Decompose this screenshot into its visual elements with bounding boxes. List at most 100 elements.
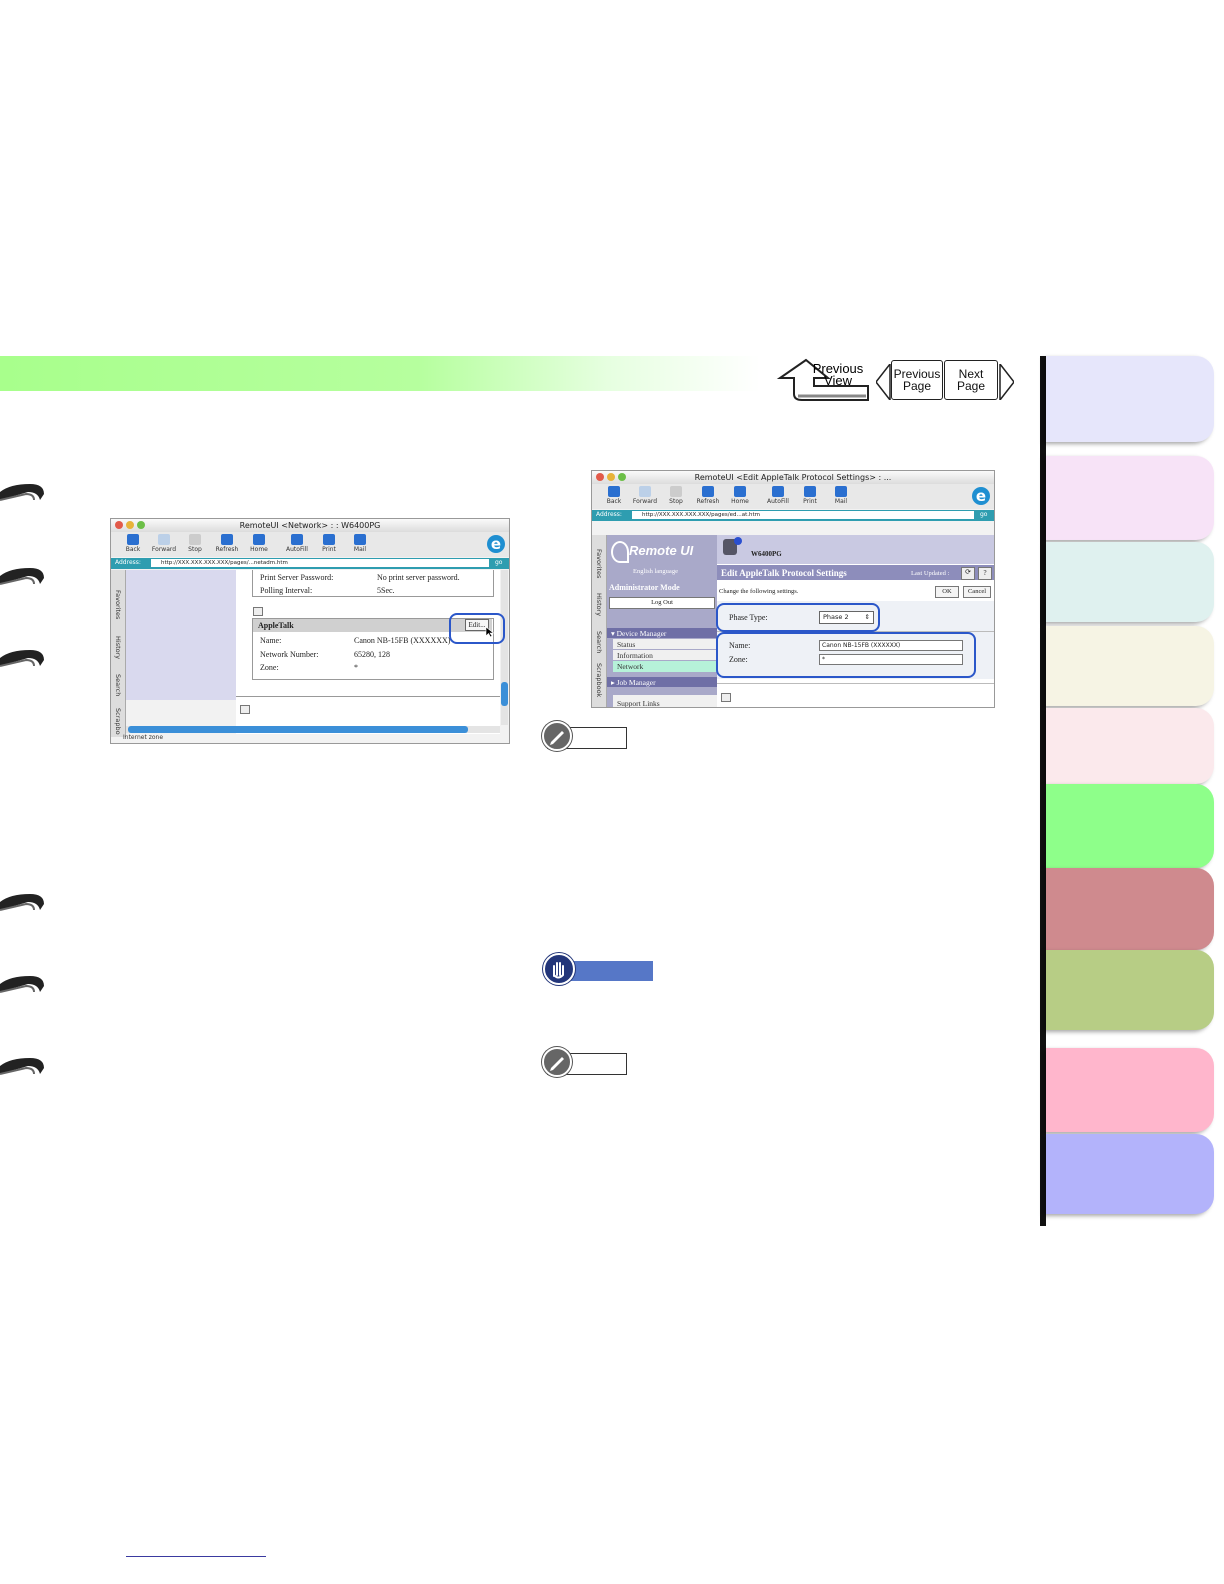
menu-status[interactable]: Status bbox=[617, 640, 636, 649]
printer-icon bbox=[723, 539, 737, 555]
print-icon bbox=[323, 534, 335, 545]
previous-view-button[interactable]: Previous View bbox=[776, 358, 870, 402]
tab-9[interactable] bbox=[1046, 1048, 1214, 1132]
go-button[interactable]: go bbox=[495, 559, 503, 566]
previous-page-button[interactable]: Previous Page bbox=[891, 360, 943, 400]
mail-button[interactable]: Mail bbox=[827, 486, 855, 505]
address-bar: Address: http://XXX.XXX.XXX.XXX/pages/..… bbox=[111, 558, 509, 569]
autofill-button[interactable]: AutoFill bbox=[283, 534, 311, 553]
name-label: Name: bbox=[260, 636, 282, 645]
mail-icon bbox=[835, 486, 847, 497]
tab-6-active[interactable] bbox=[1046, 784, 1214, 868]
name-input[interactable]: Canon NB-15FB (XXXXXX) bbox=[819, 640, 963, 651]
autofill-icon bbox=[772, 486, 784, 497]
ie-logo-icon: e bbox=[972, 487, 990, 505]
phase-type-select[interactable]: Phase 2⇕ bbox=[819, 611, 874, 624]
admin-mode-label: Administrator Mode bbox=[609, 583, 680, 592]
tab-divider bbox=[1040, 356, 1046, 1226]
last-updated-label: Last Updated : bbox=[911, 570, 950, 577]
tab-3[interactable] bbox=[1046, 542, 1214, 622]
horizontal-scrollbar[interactable] bbox=[126, 726, 500, 733]
back-icon bbox=[608, 486, 620, 497]
scroll-top-icon[interactable] bbox=[253, 607, 263, 616]
network-number-value: 65280, 128 bbox=[354, 650, 390, 659]
tab-7[interactable] bbox=[1046, 868, 1214, 950]
refresh-page-icon[interactable]: ⟳ bbox=[961, 567, 975, 580]
mail-button[interactable]: Mail bbox=[346, 534, 374, 553]
edit-button[interactable]: Edit... bbox=[465, 619, 489, 631]
scroll-top-icon[interactable] bbox=[240, 705, 250, 714]
minimize-icon[interactable] bbox=[607, 473, 615, 481]
back-button[interactable]: Back bbox=[600, 486, 628, 505]
device-manager-item[interactable]: ▾ Device Manager bbox=[611, 629, 667, 638]
zone-label: Zone: bbox=[260, 663, 279, 672]
ie-logo-icon: e bbox=[487, 535, 505, 553]
forward-button[interactable]: Forward bbox=[631, 486, 659, 505]
zoom-icon[interactable] bbox=[618, 473, 626, 481]
search-tab[interactable]: Search bbox=[595, 631, 603, 654]
history-tab[interactable]: History bbox=[114, 636, 122, 660]
vertical-scrollbar[interactable] bbox=[501, 570, 508, 725]
window-title: RemoteUI <Edit AppleTalk Protocol Settin… bbox=[592, 471, 994, 484]
home-button[interactable]: Home bbox=[245, 534, 273, 553]
phase-type-callout bbox=[716, 603, 880, 632]
home-icon bbox=[253, 534, 265, 545]
help-icon[interactable]: ? bbox=[978, 567, 992, 580]
close-icon[interactable] bbox=[596, 473, 604, 481]
tab-8[interactable] bbox=[1046, 950, 1214, 1030]
address-input[interactable]: http://XXX.XXX.XXX.XXX/pages/...netadm.h… bbox=[151, 559, 489, 567]
go-button[interactable]: go bbox=[980, 511, 988, 518]
print-button[interactable]: Print bbox=[796, 486, 824, 505]
stop-button[interactable]: Stop bbox=[181, 534, 209, 553]
logout-button[interactable]: Log Out bbox=[609, 597, 715, 609]
chapter-curl-icon bbox=[0, 976, 44, 993]
back-button[interactable]: Back bbox=[119, 534, 147, 553]
browser-toolbar: Back Forward Stop Refresh Home AutoFill … bbox=[592, 484, 994, 509]
job-manager-item[interactable]: ▸ Job Manager bbox=[611, 678, 656, 687]
tab-10[interactable] bbox=[1046, 1134, 1214, 1214]
forward-button[interactable]: Forward bbox=[150, 534, 178, 553]
edit-callout bbox=[449, 613, 505, 644]
language-link[interactable]: English language bbox=[633, 568, 678, 575]
ok-button[interactable]: OK bbox=[935, 586, 959, 598]
zone-input[interactable]: * bbox=[819, 654, 963, 665]
select-arrows-icon: ⇕ bbox=[864, 613, 870, 621]
cancel-button[interactable]: Cancel bbox=[963, 586, 991, 598]
tab-5[interactable] bbox=[1046, 708, 1214, 784]
info-badge-icon bbox=[734, 537, 742, 545]
support-links[interactable]: Support Links bbox=[617, 699, 660, 708]
search-tab[interactable]: Search bbox=[114, 674, 122, 697]
curved-arrow-icon bbox=[776, 358, 869, 401]
print-button[interactable]: Print bbox=[315, 534, 343, 553]
next-page-button[interactable]: Next Page bbox=[944, 360, 998, 400]
minimize-icon[interactable] bbox=[126, 521, 134, 529]
history-tab[interactable]: History bbox=[595, 593, 603, 617]
refresh-button[interactable]: Refresh bbox=[694, 486, 722, 505]
zoom-icon[interactable] bbox=[137, 521, 145, 529]
triangle-right-icon[interactable] bbox=[998, 364, 1014, 400]
header-band bbox=[0, 356, 760, 391]
zone-label: Zone: bbox=[729, 655, 748, 664]
polling-value: 5Sec. bbox=[377, 586, 395, 595]
menu-information[interactable]: Information bbox=[617, 651, 653, 660]
scrapbook-tab[interactable]: Scrapbo bbox=[114, 708, 122, 735]
close-icon[interactable] bbox=[115, 521, 123, 529]
address-input[interactable]: http://XXX.XXX.XXX.XXX/pages/ed...at.htm bbox=[632, 511, 974, 519]
home-button[interactable]: Home bbox=[726, 486, 754, 505]
network-number-label: Network Number: bbox=[260, 650, 319, 659]
tab-2[interactable] bbox=[1046, 456, 1214, 540]
favorites-tab[interactable]: Favorites bbox=[114, 590, 122, 620]
scrapbook-tab[interactable]: Scrapbook bbox=[595, 663, 603, 698]
tab-4[interactable] bbox=[1046, 626, 1214, 706]
stop-button[interactable]: Stop bbox=[662, 486, 690, 505]
triangle-left-icon[interactable] bbox=[876, 364, 892, 400]
tab-1[interactable] bbox=[1046, 356, 1214, 442]
autofill-button[interactable]: AutoFill bbox=[764, 486, 792, 505]
window-title: RemoteUI <Network> : : W6400PG bbox=[111, 519, 509, 532]
note-box bbox=[542, 721, 627, 751]
menu-network[interactable]: Network bbox=[617, 662, 644, 671]
favorites-tab[interactable]: Favorites bbox=[595, 549, 603, 579]
scroll-top-icon[interactable] bbox=[721, 693, 731, 702]
chapter-curl-icon bbox=[0, 1058, 44, 1075]
refresh-button[interactable]: Refresh bbox=[213, 534, 241, 553]
